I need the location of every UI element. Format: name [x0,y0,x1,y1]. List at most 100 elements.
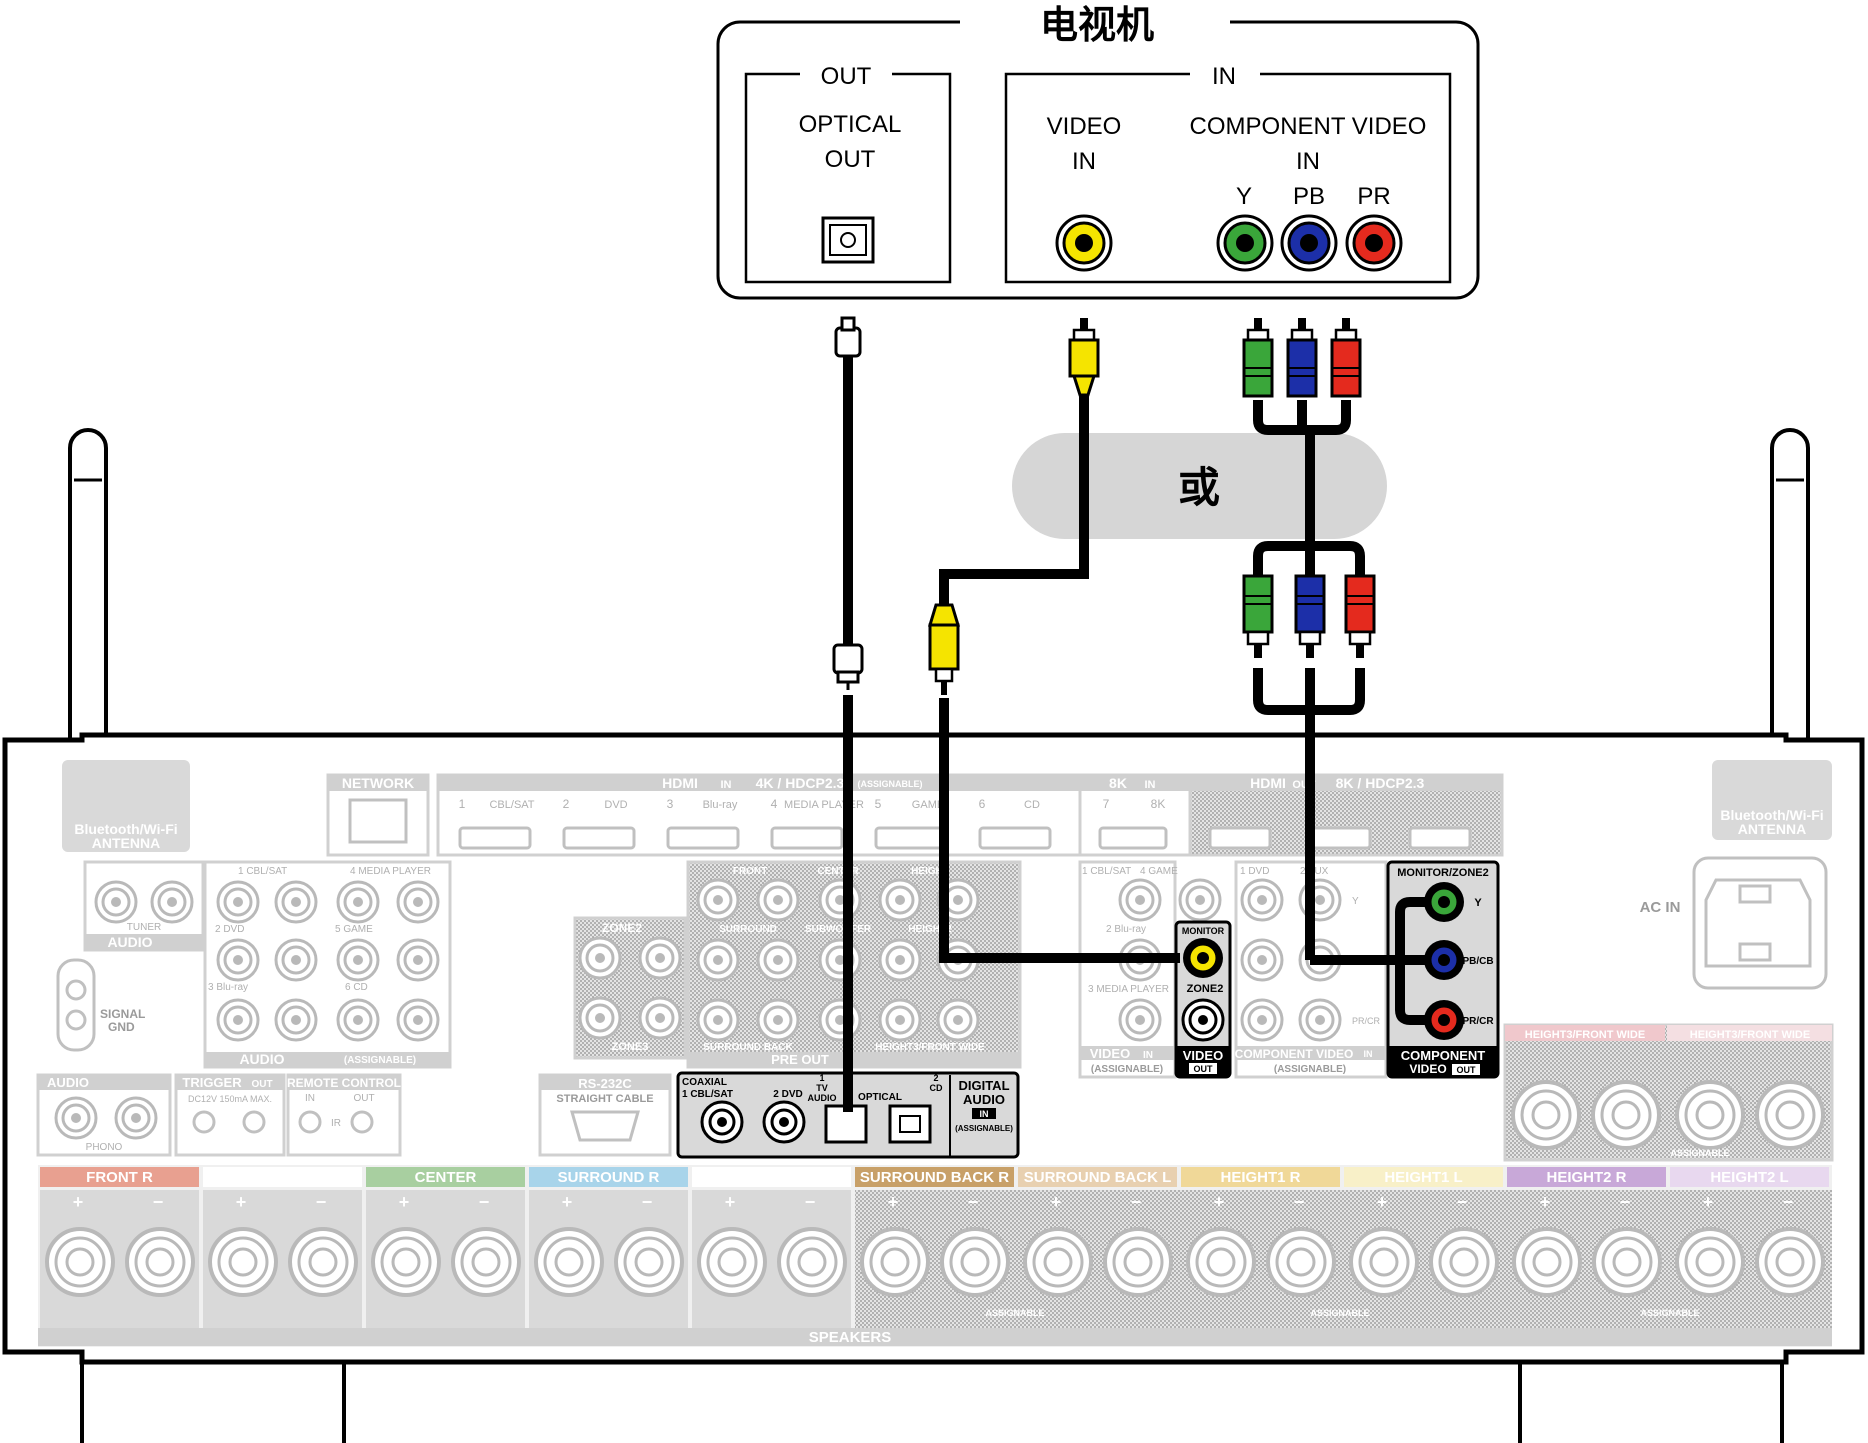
speaker-terminal-plus [1186,1227,1256,1297]
coaxial-jack-1 [700,1100,744,1144]
video-out-label: VIDEO [1183,1048,1223,1063]
hdmi-in-label: HDMI [662,775,698,791]
speaker-channel-label: SURROUND R [558,1169,660,1186]
audio-in-tuner-label: AUDIO [107,934,152,950]
or-badge: 或 [1012,433,1387,539]
speaker-channel-label: HEIGHT2 L [1710,1169,1788,1186]
hdmi-8k-panel: 8K IN 7 8K [1078,773,1192,857]
hdmi-input-num: 4 [771,797,778,811]
hdmi-port [562,826,636,850]
speaker-channel-label: SURROUND L [722,1169,822,1186]
remote-in: IN [305,1093,315,1104]
coaxial-sub: 1 CBL/SAT [682,1089,733,1100]
comp-plug-top-blue [1286,318,1318,398]
cd2-1: 2 [933,1073,938,1083]
minus-sign: − [1620,1192,1631,1212]
tv-panel: 电视机 OUT OPTICAL OUT IN VIDEO IN COMPONEN… [716,5,1480,300]
rs232c-sub: STRAIGHT CABLE [556,1093,653,1105]
speaker-terminal-minus [288,1227,358,1297]
audio-label-1: 1 CBL/SAT [238,866,287,877]
comp-in-y: Y [1352,896,1359,907]
tv-optical-2: OUT [825,146,876,173]
digital-audio-2: AUDIO [963,1092,1005,1107]
speaker-channel-header [692,1167,851,1187]
comp-out-y-jack [1424,882,1464,922]
speaker-terminal-minus [1266,1227,1336,1297]
speaker-terminal-minus [451,1227,521,1297]
audio-label-2: 2 DVD [215,924,244,935]
tv-video-in-2: IN [1072,148,1096,175]
video-monitor-label: MONITOR [1182,926,1225,936]
minus-sign: − [1131,1192,1142,1212]
trigger-label: TRIGGER [182,1075,242,1090]
speaker-channel-label: HEIGHT1 R [1220,1169,1300,1186]
comp-out-label-1: COMPONENT [1401,1048,1486,1063]
hdmi-assignable: (ASSIGNABLE) [858,779,923,789]
height3-assignable: ASSIGNABLE [1670,1148,1729,1158]
speaker-channel-4: SURROUND R+− [529,1167,688,1328]
speaker-channel-header [203,1167,362,1187]
tv-audio-1: 1 [819,1073,824,1083]
comp-plug-top-red [1330,318,1362,398]
speaker-channel-label: HEIGHT2 R [1546,1169,1626,1186]
speaker-channel-header [1344,1167,1503,1187]
tv-optical-1: OPTICAL [799,111,902,138]
speaker-terminal-minus [614,1227,684,1297]
coaxial-jack-2 [762,1100,806,1144]
speakers-label: SPEAKERS [809,1329,892,1346]
speaker-terminals: FRONT R+−FRONT L+−CENTER+−SURROUND R+−SU… [38,1165,1832,1347]
tv-video-in-1: VIDEO [1047,113,1122,140]
speaker-terminal-minus [1592,1227,1662,1297]
speaker-channel-6: SURROUND BACK R+− [855,1167,1014,1297]
tv-component-2: IN [1296,148,1320,175]
ac-in-label: AC IN [1640,899,1681,916]
signal-gnd: SIGNAL GND [56,958,145,1052]
audio-label-6: 6 CD [345,982,368,993]
optical-label: OPTICAL [858,1092,902,1103]
comp-plug-bottom-red [1344,574,1376,658]
video-zone2-jack [1181,998,1225,1042]
minus-sign: − [968,1192,979,1212]
tuner-label: TUNER [127,922,161,933]
speaker-channel-header [1181,1167,1340,1187]
comp-plug-bottom-green [1242,574,1274,658]
speaker-channel-10: HEIGHT2 R + − [1507,1167,1666,1297]
hdmi-in-badge: IN [721,779,732,791]
video-cable [927,318,1180,963]
optical-cable [832,316,864,1112]
minus-sign: − [805,1192,816,1212]
video-in-label: VIDEO [1090,1046,1130,1061]
speaker-channel-1: FRONT R+− [40,1167,199,1328]
speaker-channel-9: HEIGHT1 L+− [1344,1167,1503,1297]
speaker-terminal-plus [1023,1227,1093,1297]
audio-in-panel: TUNER AUDIO 1 CBL/SAT 4 MEDIA PLAYER 2 D… [83,860,452,1069]
preout-center: CENTER [817,866,859,877]
plus-sign: + [236,1192,247,1212]
height3-speaker-panel: HEIGHT3/FRONT WIDE HEIGHT3/FRONT WIDE AS… [1503,1023,1834,1162]
audio-label-4: 4 MEDIA PLAYER [350,866,431,877]
speaker-terminal-plus [208,1227,278,1297]
phono-audio-label: AUDIO [47,1075,89,1090]
speaker-channel-header [855,1167,1014,1187]
hdmi-port [666,826,740,850]
speaker-terminal-minus [125,1227,195,1297]
speaker-channel-label: HEIGHT1 L [1384,1169,1462,1186]
comp-in-badge: IN [1364,1049,1373,1059]
hdmi-8k-name: 8K [1151,797,1166,811]
hdmi-input-name: Blu-ray [703,799,738,811]
preout-surround: SURROUND [719,924,777,935]
speaker-terminal-plus [1675,1227,1745,1297]
video-in-panel: 1 CBL/SAT 4 GAME 2 Blu-ray 3 MEDIA PLAYE… [1078,860,1222,1079]
tv-video-in-jack [1055,214,1113,272]
comp-out-pb-jack [1424,940,1464,980]
tv-title: 电视机 [1040,5,1154,47]
video-label-3: 3 MEDIA PLAYER [1088,984,1169,995]
phono-panel: AUDIO PHONO [36,1073,172,1157]
plus-sign: + [1540,1192,1551,1212]
minus-sign: − [153,1192,164,1212]
remote-out: OUT [353,1093,374,1104]
speaker-channel-3: CENTER+− [366,1167,525,1328]
zone-preout-panel: ZONE2 ZONE3 FRONT CENTER HEIGHT [573,860,1022,1069]
